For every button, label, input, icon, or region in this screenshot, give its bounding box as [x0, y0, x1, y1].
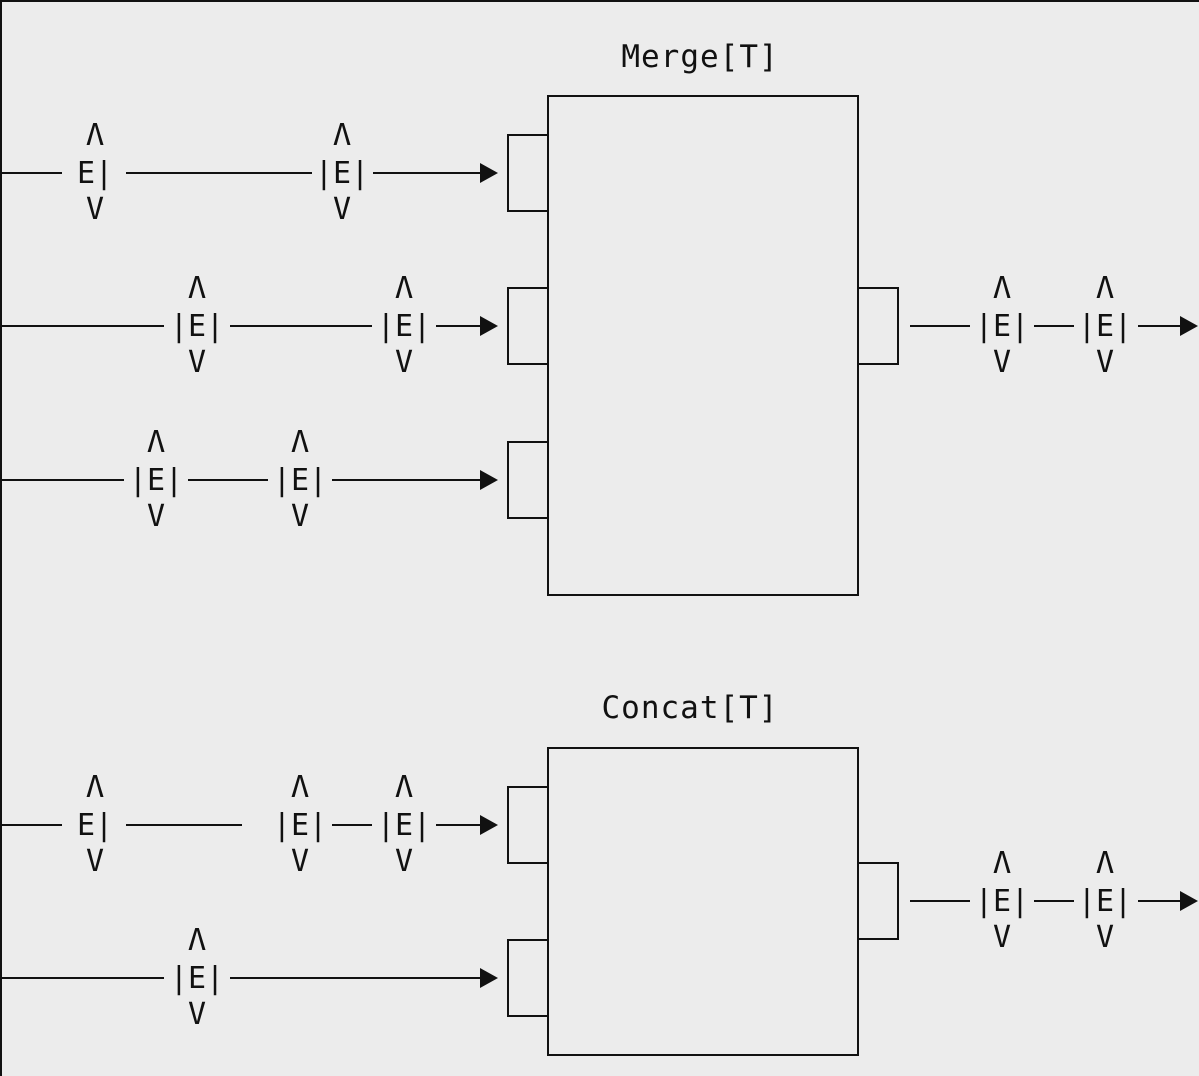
concat-input-stream-1-event-1-top: Λ: [86, 770, 104, 805]
merge-input-stream-2-event-2-bot: V: [395, 345, 413, 380]
concat-output-stream-event-1-top: Λ: [993, 846, 1011, 881]
concat-input-stream-1-event-1-bot: V: [86, 844, 104, 879]
merge-input-stream-3-event-2-mid: |E|: [273, 463, 327, 498]
concat-input-stream-1-event-1-mid: E|: [77, 808, 113, 843]
merge-input-stream-1-port: [507, 134, 548, 212]
merge-input-stream-1-event-1-mid: E|: [77, 156, 113, 191]
merge-output-stream-arrowhead: [1180, 316, 1198, 336]
merge-output-stream-event-1-bot: V: [993, 345, 1011, 380]
concat-input-stream-1-event-3-bot: V: [395, 844, 413, 879]
concat-output-stream-arrowhead: [1180, 891, 1198, 911]
merge-input-stream-1-event-2-bot: V: [333, 192, 351, 227]
concat-input-stream-1-event-2-top: Λ: [291, 770, 309, 805]
merge-input-stream-1-event-2-mid: |E|: [315, 156, 369, 191]
merge-input-stream-2-event-2-top: Λ: [395, 271, 413, 306]
concat-input-stream-2-port: [507, 939, 548, 1017]
merge-input-stream-3-arrowhead: [480, 470, 498, 490]
merge-input-stream-3-event-1-bot: V: [147, 499, 165, 534]
concat-input-stream-1-event-2-mid: |E|: [273, 808, 327, 843]
concat-input-stream-1-event-2-bot: V: [291, 844, 309, 879]
merge-input-stream-1-event-1-bot: V: [86, 192, 104, 227]
merge-input-stream-1-event-1-top: Λ: [86, 118, 104, 153]
merge-output-stream-event-2-top: Λ: [1096, 271, 1114, 306]
merge-input-stream-2-arrowhead: [480, 316, 498, 336]
merge-output-stream-port: [858, 287, 899, 365]
concat-input-stream-2-arrowhead: [480, 968, 498, 988]
merge-input-stream-3-port: [507, 441, 548, 519]
concat-input-stream-2-event-1-mid: |E|: [170, 961, 224, 996]
concat-output-stream-event-2-bot: V: [1096, 920, 1114, 955]
concat-input-stream-1-event-3-top: Λ: [395, 770, 413, 805]
concat-output-stream-event-1-mid: |E|: [975, 884, 1029, 919]
concat-output-stream-event-2-mid: |E|: [1078, 884, 1132, 919]
merge-input-stream-2-port: [507, 287, 548, 365]
concat-output-stream-event-1-bot: V: [993, 920, 1011, 955]
concat-operator-box: [547, 747, 859, 1056]
merge-output-stream-event-1-top: Λ: [993, 271, 1011, 306]
merge-input-stream-3-event-1-top: Λ: [147, 425, 165, 460]
merge-input-stream-2-event-1-bot: V: [188, 345, 206, 380]
concat-title: Concat[T]: [602, 690, 779, 726]
merge-output-stream-event-2-mid: |E|: [1078, 309, 1132, 344]
merge-input-stream-1-arrowhead: [480, 163, 498, 183]
merge-output-stream-event-1-mid: |E|: [975, 309, 1029, 344]
merge-output-stream-event-2-bot: V: [1096, 345, 1114, 380]
concat-input-stream-2-event-1-bot: V: [188, 997, 206, 1032]
merge-input-stream-1-event-2-top: Λ: [333, 118, 351, 153]
merge-input-stream-2-event-1-mid: |E|: [170, 309, 224, 344]
concat-input-stream-1-event-3-mid: |E|: [377, 808, 431, 843]
concat-input-stream-2-event-1-top: Λ: [188, 923, 206, 958]
concat-input-stream-1-arrowhead: [480, 815, 498, 835]
concat-output-stream-event-2-top: Λ: [1096, 846, 1114, 881]
concat-input-stream-1-port: [507, 786, 548, 864]
merge-input-stream-2-event-1-top: Λ: [188, 271, 206, 306]
merge-input-stream-3-event-2-bot: V: [291, 499, 309, 534]
merge-operator-box: [547, 95, 859, 596]
merge-title: Merge[T]: [621, 39, 778, 75]
concat-output-stream-port: [858, 862, 899, 940]
merge-input-stream-3-event-2-top: Λ: [291, 425, 309, 460]
merge-input-stream-2-event-2-mid: |E|: [377, 309, 431, 344]
merge-input-stream-3-event-1-mid: |E|: [129, 463, 183, 498]
